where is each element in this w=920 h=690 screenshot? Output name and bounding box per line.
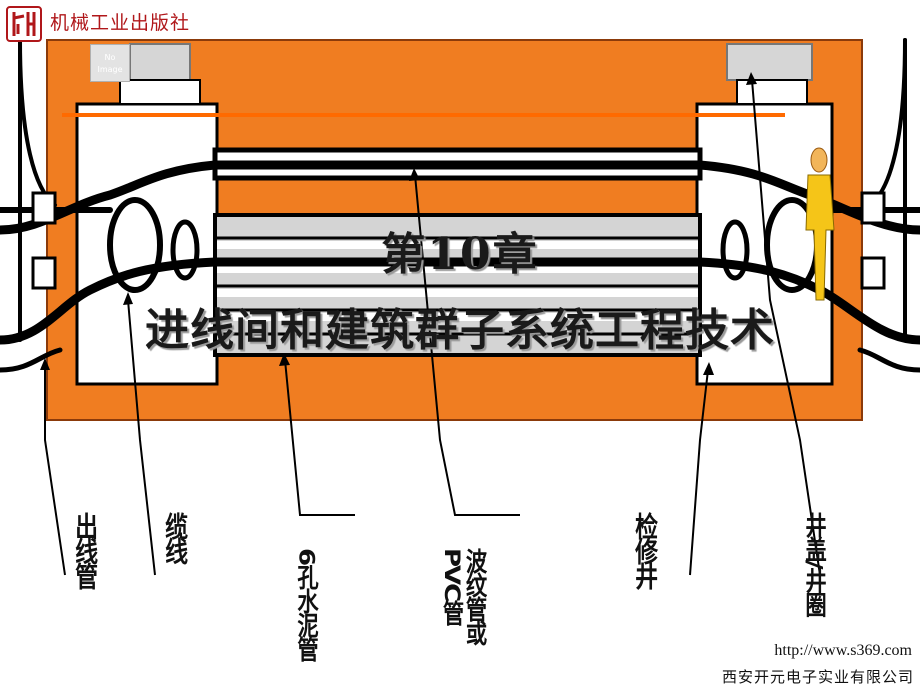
worker-figure-icon (805, 147, 835, 301)
left-manhole (75, 102, 219, 386)
leader-lines (44, 79, 821, 576)
slide-title: 进线间和建筑群子系统工程技术 (145, 305, 775, 356)
footer-url: http://www.s369.com (774, 642, 912, 659)
cables (0, 38, 920, 373)
left-manhole-ring (119, 79, 201, 105)
label-manhole: 检修井 (631, 512, 659, 587)
cable-loops (107, 197, 820, 293)
footer-company: 西安开元电子实业有限公司 (721, 668, 914, 686)
label-manhole-cover: 井盖/井圈 (801, 512, 827, 616)
leader-arrowheads (40, 72, 757, 375)
chapter-heading: 第10章 (381, 229, 539, 280)
left-manhole-cover (129, 43, 191, 81)
outlet-pipes (31, 191, 886, 290)
publisher-name: 机械工业出版社 (50, 12, 191, 34)
image-placeholder: No Image (90, 44, 130, 82)
label-cement-pipe: 6孔水泥管 (293, 548, 319, 661)
label-cable: 缆线 (161, 512, 189, 562)
label-outlet-pipe: 出线管 (71, 512, 99, 587)
publisher-seal-icon (6, 6, 42, 42)
right-manhole-cover (726, 43, 813, 81)
label-corrugated-pipe: 波纹管或PVC管 (439, 548, 487, 644)
